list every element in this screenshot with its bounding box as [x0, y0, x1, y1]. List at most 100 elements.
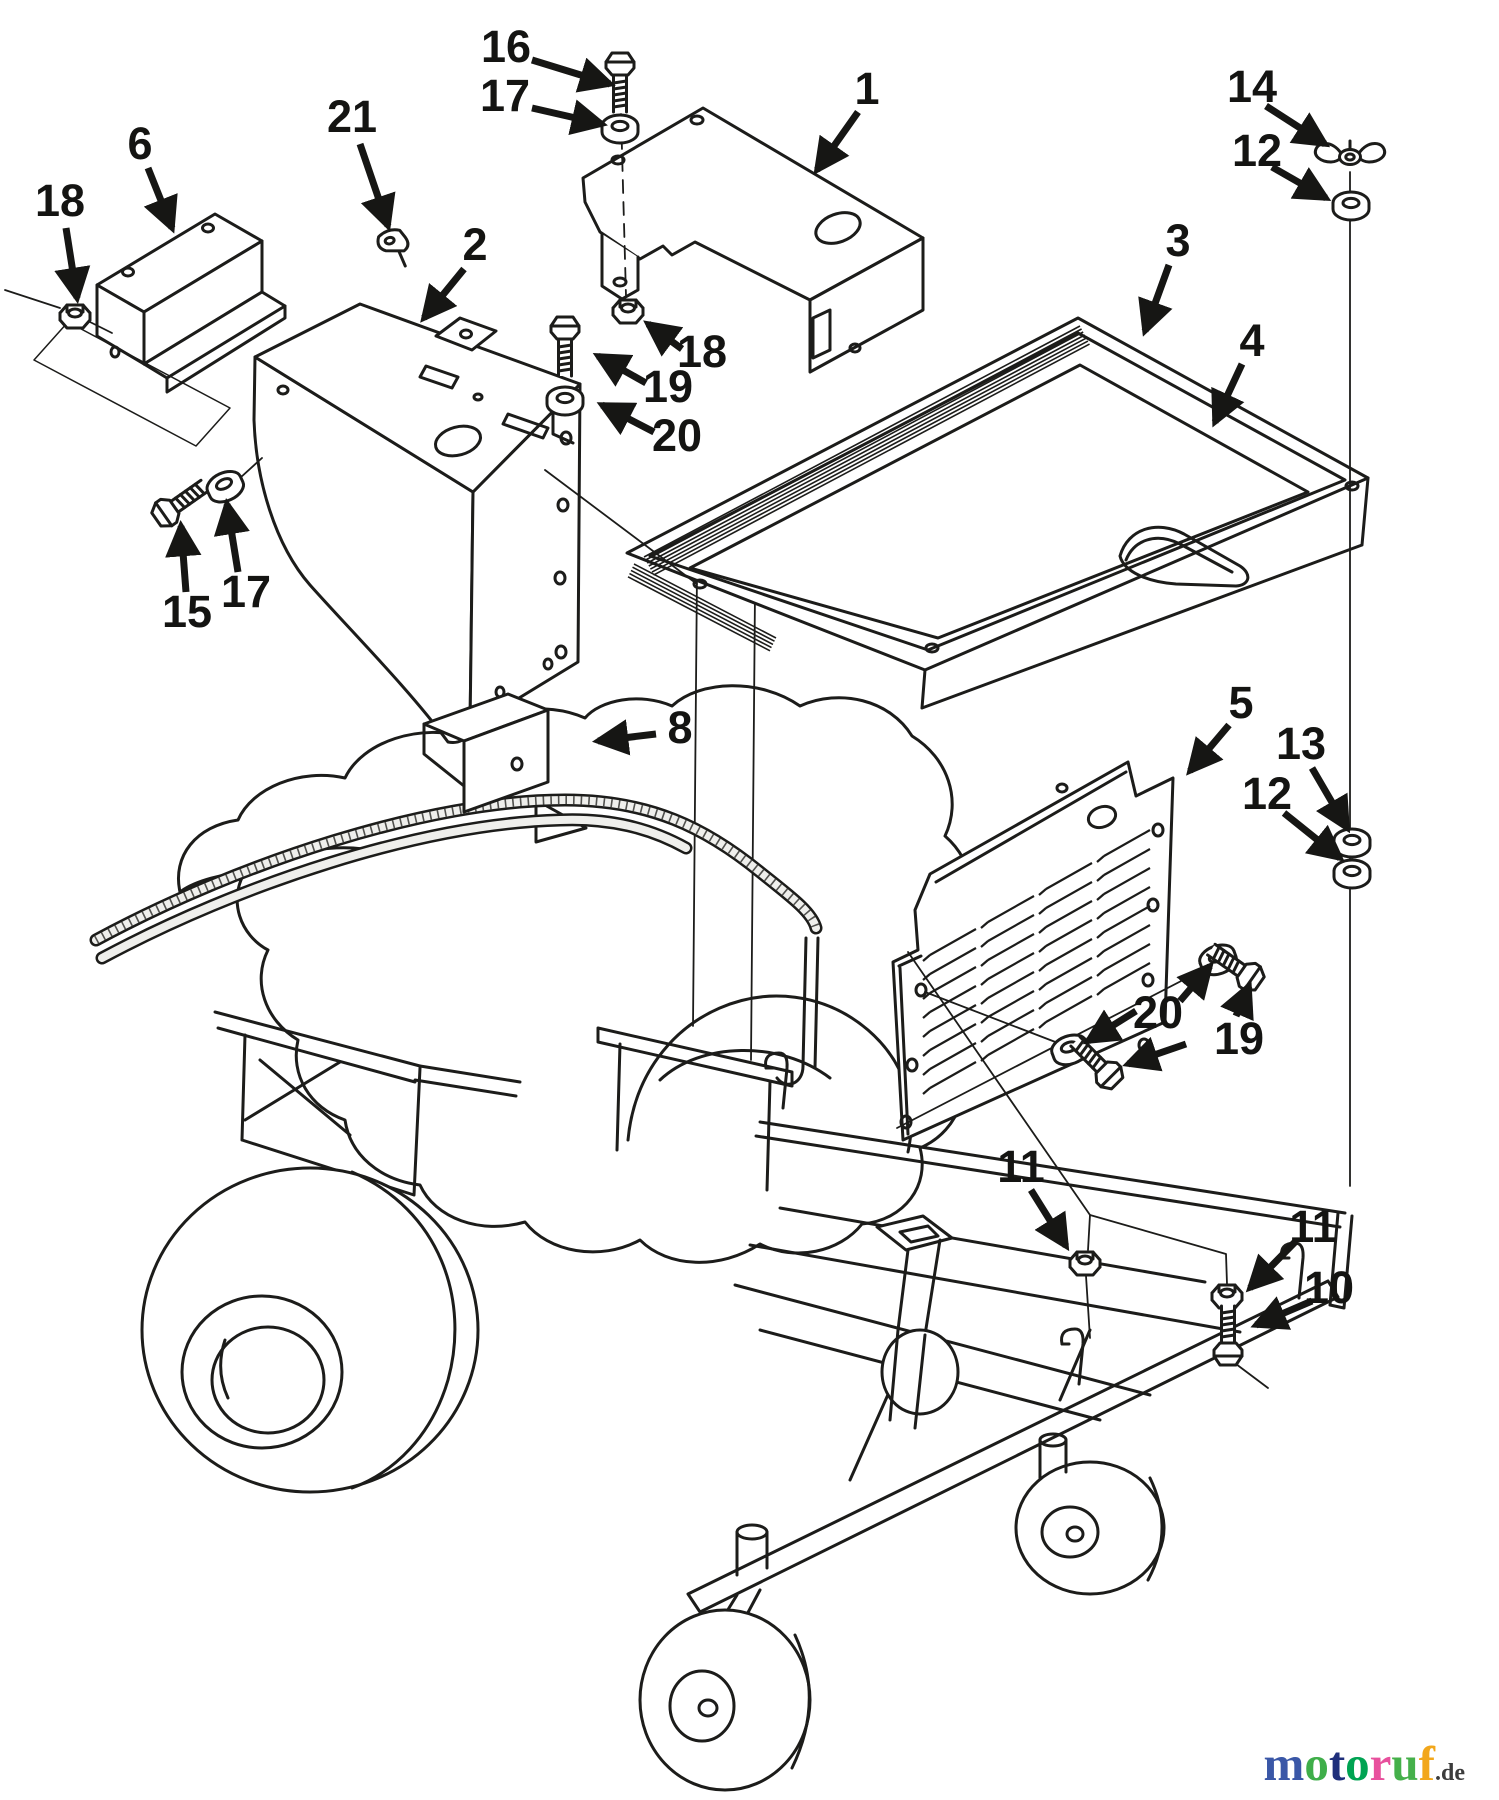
part-number-label: 13: [1276, 718, 1326, 769]
part-number-label: 3: [1165, 215, 1190, 266]
callout-18: 18: [35, 175, 91, 304]
callout-arrow: [1211, 362, 1246, 428]
washer-12-top: [1331, 190, 1371, 222]
callout-4: 4: [1211, 315, 1265, 428]
callout-21: 21: [327, 91, 396, 232]
callout-12: 12: [1242, 768, 1345, 862]
part-number-label: 18: [677, 326, 727, 377]
nut-18-left: [58, 303, 92, 330]
part-number-label: 4: [1239, 315, 1264, 366]
frame-front-bar: [686, 1279, 1340, 1614]
seat-support-bench: [596, 571, 794, 1192]
callout-20: 20: [596, 401, 702, 461]
motoruf-logo-domain-suffix: .de: [1435, 1760, 1465, 1786]
washer-12-lower: [1332, 858, 1372, 890]
clip-21: [374, 225, 414, 273]
part-number-label: 16: [481, 21, 531, 72]
plate-hole: [814, 211, 862, 245]
logo-letter: m: [1263, 1736, 1305, 1791]
callout-14: 14: [1227, 61, 1331, 148]
part-number-label: 11: [1289, 1201, 1337, 1252]
callout-arrow: [530, 56, 616, 93]
part-number-label: 2: [462, 219, 487, 270]
callout-arrow: [356, 142, 396, 232]
logo-letter: o: [1304, 1736, 1329, 1791]
callout-arrow: [165, 519, 202, 593]
console-pedestal: [252, 302, 582, 744]
part-number-label: 19: [1214, 1013, 1264, 1064]
callout-13: 13: [1276, 718, 1351, 834]
callout-18: 18: [643, 320, 727, 377]
logo-letter: u: [1391, 1736, 1419, 1791]
deck-tread-hatch: [627, 325, 1090, 652]
callout-2: 2: [420, 219, 488, 323]
callout-arrow: [592, 352, 648, 387]
part-number-label: 15: [162, 586, 212, 637]
callout-arrow: [1308, 766, 1351, 834]
motoruf-logo: motoruf.de: [1264, 1739, 1466, 1788]
part-number-label: 10: [1304, 1262, 1354, 1313]
callout-arrow: [1186, 722, 1232, 776]
part-number-label: 1: [854, 63, 879, 114]
part-number-label: 5: [1228, 677, 1253, 728]
callout-12: 12: [1232, 125, 1332, 202]
callout-arrow: [1176, 961, 1214, 1004]
callout-3: 3: [1138, 215, 1191, 337]
alignment-lines: [4, 113, 1351, 1389]
callout-arrow: [643, 320, 685, 357]
callout-20: 20: [1082, 961, 1214, 1045]
front-caster-left: [638, 1523, 812, 1792]
bracket-8: [422, 692, 550, 814]
rear-wheel: [140, 1166, 480, 1494]
washer-17-left: [201, 464, 249, 509]
part-number-label: 20: [1133, 987, 1183, 1038]
callout-arrow: [1250, 1296, 1314, 1330]
washer-20-console: [545, 385, 585, 417]
callout-11: 11: [1245, 1201, 1337, 1293]
motoruf-logo-letters: motoruf: [1264, 1736, 1436, 1791]
callout-arrow: [1138, 263, 1173, 337]
console-top-tab: [434, 316, 498, 352]
callout-15: 15: [162, 519, 212, 637]
part-number-label: 12: [1232, 125, 1282, 176]
deck-handle-cutout: [1118, 525, 1250, 588]
callout-arrow: [1245, 1238, 1299, 1293]
part-number-label: 17: [480, 70, 530, 121]
part-number-label: 17: [221, 566, 271, 617]
callout-arrow: [143, 166, 178, 234]
callout-arrow: [1122, 1036, 1188, 1072]
logo-letter: o: [1345, 1736, 1370, 1791]
console-oval-hole: [433, 424, 483, 458]
callout-17: 17: [480, 70, 608, 135]
washer-13: [1332, 827, 1372, 859]
callout-19: 19: [592, 352, 693, 412]
brake-pedal-lever: [875, 1214, 960, 1430]
part-number-label: 18: [35, 175, 85, 226]
callout-arrow: [1028, 1188, 1070, 1252]
vent-louvers: [922, 829, 1151, 1095]
top-plate-1: [581, 106, 925, 374]
callout-arrow: [1281, 810, 1345, 862]
callout-19: 19: [1122, 980, 1264, 1072]
part-number-label: 6: [127, 118, 152, 169]
nut-11-center: [1068, 1250, 1102, 1277]
console-slot: [418, 364, 460, 390]
part-number-label: 12: [1242, 768, 1292, 819]
handle-loop: [89, 793, 823, 965]
callout-arrow: [54, 227, 91, 304]
washer-17-top: [600, 113, 640, 145]
nut-18-under-plate: [611, 298, 645, 325]
callout-11: 11: [997, 1141, 1070, 1252]
part-number-label: 19: [643, 361, 693, 412]
callout-10: 10: [1250, 1262, 1354, 1330]
bolt-15: [146, 472, 215, 533]
vent-panel-5: [891, 760, 1175, 1142]
callout-arrow: [1220, 980, 1254, 1022]
nut-11-right: [1210, 1283, 1244, 1310]
front-caster-right: [1014, 1432, 1166, 1596]
bracket-6: [95, 212, 287, 394]
logo-letter: r: [1369, 1736, 1392, 1791]
